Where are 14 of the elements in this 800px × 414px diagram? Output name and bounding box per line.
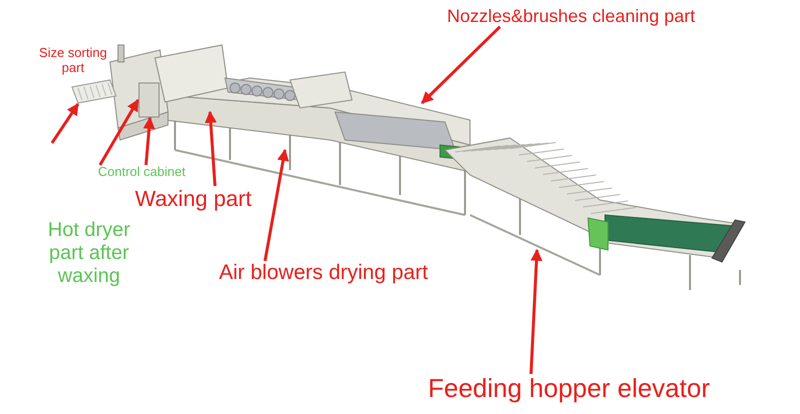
leader-arrow [530,248,542,374]
callout-label: Air blowers drying part [219,261,429,286]
callout-label: Nozzles&brushes cleaning part [447,6,696,27]
leader-arrow [204,110,217,186]
leader-arrow [50,103,80,144]
leader-arrow [98,98,140,166]
leader-arrow [264,148,289,262]
callout-label: Control cabinet [98,165,186,180]
callout-label: Feeding hopper elevator [428,374,711,404]
leader-arrow [143,116,156,166]
callout-label: Size sorting part [38,46,108,76]
leader-arrow [420,26,502,104]
callout-label: Waxing part [135,186,253,212]
callout-label: Hot dryer part after waxing [46,219,132,288]
